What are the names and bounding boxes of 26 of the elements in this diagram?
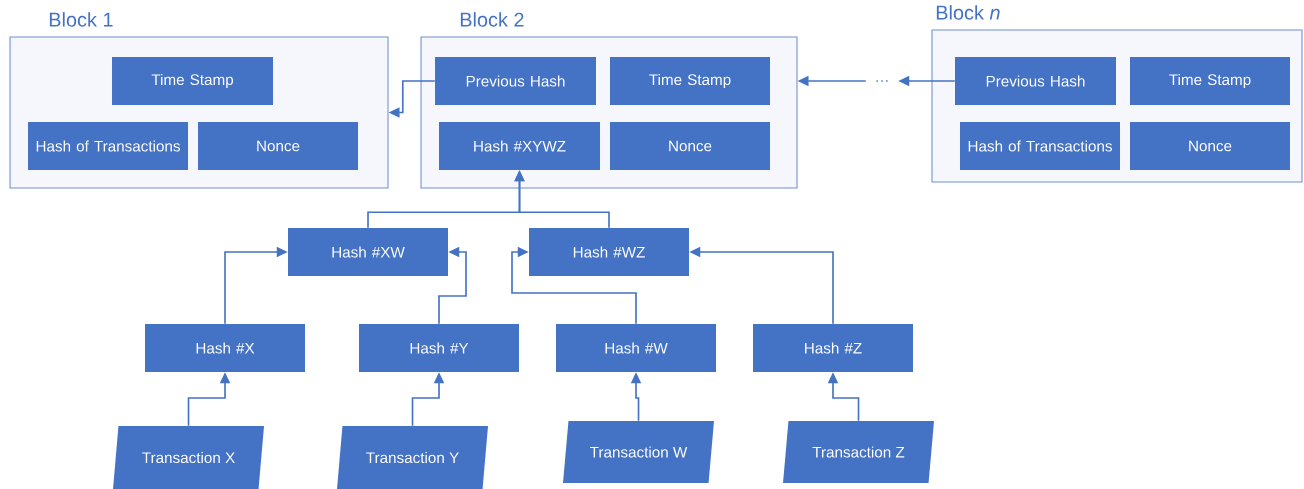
field-box: Time Stamp bbox=[1130, 57, 1290, 105]
field-box: Hash #XYWZ bbox=[439, 122, 600, 170]
arrow bbox=[511, 246, 637, 325]
transaction-parallelogram: Transaction Y bbox=[337, 426, 488, 489]
node-label: Block n bbox=[936, 5, 1000, 20]
transaction-parallelogram: Transaction W bbox=[563, 421, 714, 483]
field-box: Previous Hash bbox=[435, 57, 596, 105]
node-label: Block 2 bbox=[460, 12, 524, 27]
field-box: Previous Hash bbox=[955, 57, 1116, 105]
field-box: Hash #X bbox=[145, 324, 305, 372]
transaction-parallelogram: Transaction Z bbox=[783, 421, 934, 483]
transaction-parallelogram: Transaction X bbox=[113, 426, 264, 489]
field-box: Hash of Transactions bbox=[28, 122, 188, 170]
field-box: Hash #XW bbox=[288, 228, 448, 276]
field-box: Hash #W bbox=[556, 324, 716, 372]
field-box: Time Stamp bbox=[610, 57, 770, 105]
node-label: Block 1 bbox=[49, 12, 113, 27]
field-box: Nonce bbox=[610, 122, 770, 170]
field-box: Hash #WZ bbox=[529, 228, 689, 276]
field-box: Time Stamp bbox=[112, 57, 273, 105]
ellipsis-text: … bbox=[876, 80, 888, 82]
field-box: Hash of Transactions bbox=[960, 122, 1120, 170]
field-box: Hash #Z bbox=[753, 324, 913, 372]
field-box: Hash #Y bbox=[359, 324, 519, 372]
field-box: Nonce bbox=[1130, 122, 1290, 170]
field-box: Nonce bbox=[198, 122, 358, 170]
